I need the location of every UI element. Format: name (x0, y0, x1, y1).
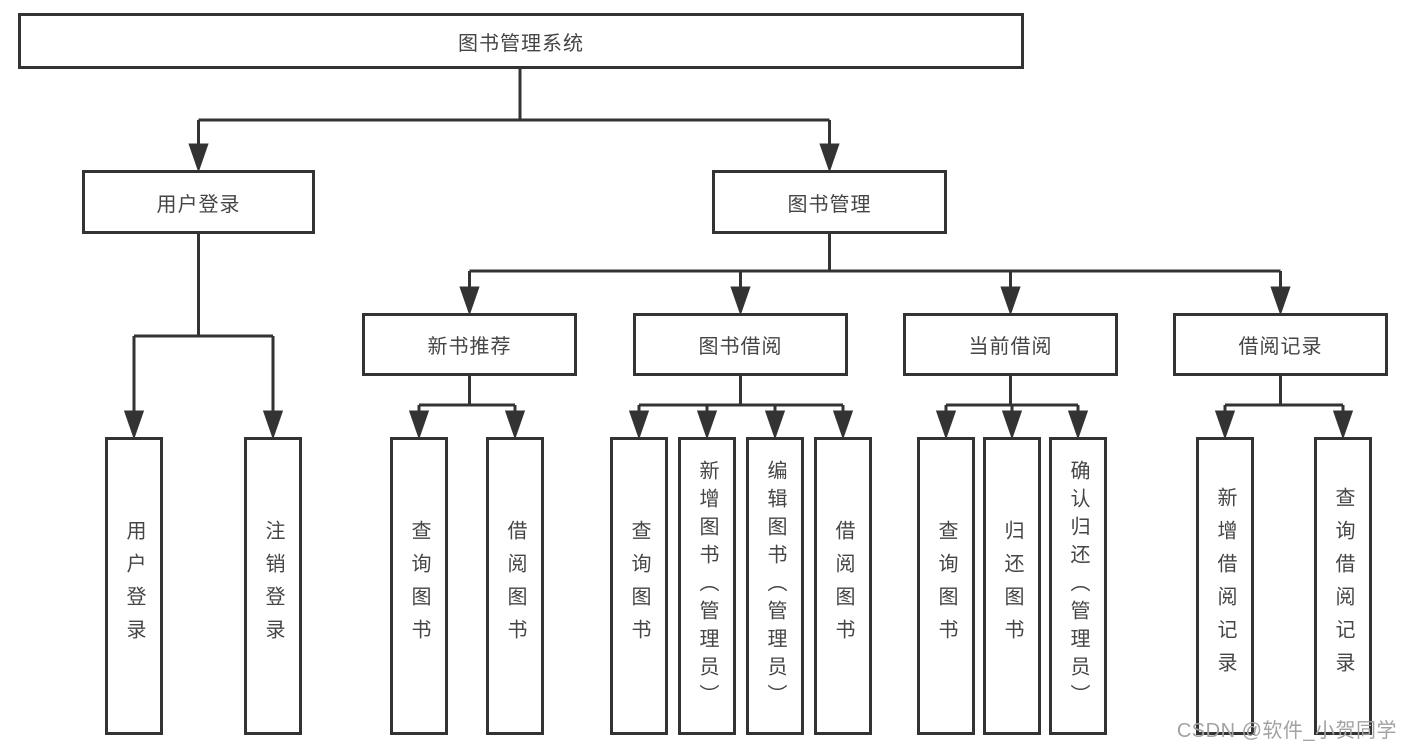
node-current-borrow-label: 当前借阅 (968, 336, 1053, 358)
leaf-borrow-books-label: 借阅图书 (832, 520, 854, 652)
node-book-borrow-label: 图书借阅 (698, 336, 783, 358)
leaf-borrow-books-recommend: 借阅图书 (486, 437, 544, 735)
connector-arrowhead-icon (123, 410, 145, 440)
leaf-query-books-borrow-label: 查询图书 (628, 520, 650, 652)
leaf-query-books-recommend: 查询图书 (390, 437, 448, 735)
leaf-return-books: 归还图书 (983, 437, 1041, 735)
csdn-watermark: CSDN @软件_小贺同学 (1176, 720, 1397, 742)
connector-arrowhead-icon (696, 410, 718, 440)
node-book-borrow: 图书借阅 (633, 313, 848, 376)
leaf-user-login: 用户登录 (105, 437, 163, 735)
arrowheads-group (123, 120, 1354, 440)
node-new-book-recommend-label: 新书推荐 (427, 336, 512, 358)
leaf-edit-books-admin-label: 编辑图书（管理员） (764, 460, 786, 712)
connector-arrowhead-icon (1000, 286, 1021, 316)
node-new-book-recommend: 新书推荐 (362, 313, 577, 376)
connector-arrowhead-icon (1001, 410, 1023, 440)
leaf-query-borrow-record: 查询借阅记录 (1314, 437, 1372, 735)
node-book-management: 图书管理 (712, 170, 947, 234)
leaf-add-books-admin-label: 新增图书（管理员） (696, 460, 718, 712)
leaf-query-borrow-record-label: 查询借阅记录 (1332, 487, 1354, 685)
leaf-query-books-recommend-label: 查询图书 (408, 520, 430, 652)
leaf-return-books-label: 归还图书 (1001, 520, 1023, 652)
leaf-edit-books-admin: 编辑图书（管理员） (746, 437, 804, 735)
connector-arrowhead-icon (819, 143, 840, 173)
connector-arrowhead-icon (1214, 410, 1236, 440)
leaf-confirm-return-admin: 确认归还（管理员） (1049, 437, 1107, 735)
connector-arrowhead-icon (1332, 410, 1354, 440)
connector-arrowhead-icon (1270, 286, 1291, 316)
node-root-label: 图书管理系统 (458, 32, 584, 55)
leaf-user-login-label: 用户登录 (123, 520, 145, 652)
node-book-management-label: 图书管理 (787, 193, 872, 216)
connector-arrowhead-icon (935, 410, 957, 440)
connector-arrowhead-icon (764, 410, 786, 440)
node-current-borrow: 当前借阅 (903, 313, 1118, 376)
leaf-logout: 注销登录 (244, 437, 302, 735)
node-borrow-records: 借阅记录 (1173, 313, 1388, 376)
leaf-add-borrow-record-label: 新增借阅记录 (1214, 487, 1236, 685)
connector-arrowhead-icon (1067, 410, 1089, 440)
leaf-add-books-admin: 新增图书（管理员） (678, 437, 736, 735)
node-borrow-records-label: 借阅记录 (1238, 336, 1323, 358)
leaf-borrow-books-recommend-label: 借阅图书 (504, 520, 526, 652)
leaf-borrow-books: 借阅图书 (814, 437, 872, 735)
leaf-confirm-return-admin-label: 确认归还（管理员） (1067, 460, 1089, 712)
node-user-login-label: 用户登录 (156, 193, 241, 216)
leaf-logout-label: 注销登录 (262, 520, 284, 652)
leaf-query-books-borrow: 查询图书 (610, 437, 668, 735)
node-root-system: 图书管理系统 (18, 13, 1024, 69)
connector-arrowhead-icon (188, 143, 209, 173)
connector-arrowhead-icon (730, 286, 751, 316)
node-user-login: 用户登录 (82, 170, 315, 234)
connector-arrowhead-icon (262, 410, 284, 440)
connector-arrowhead-icon (459, 286, 480, 316)
connector-arrowhead-icon (832, 410, 854, 440)
leaf-add-borrow-record: 新增借阅记录 (1196, 437, 1254, 735)
leaf-query-books-current-label: 查询图书 (935, 520, 957, 652)
connector-arrowhead-icon (504, 410, 526, 440)
connector-arrowhead-icon (408, 410, 430, 440)
connector-arrowhead-icon (628, 410, 650, 440)
leaf-query-books-current: 查询图书 (917, 437, 975, 735)
